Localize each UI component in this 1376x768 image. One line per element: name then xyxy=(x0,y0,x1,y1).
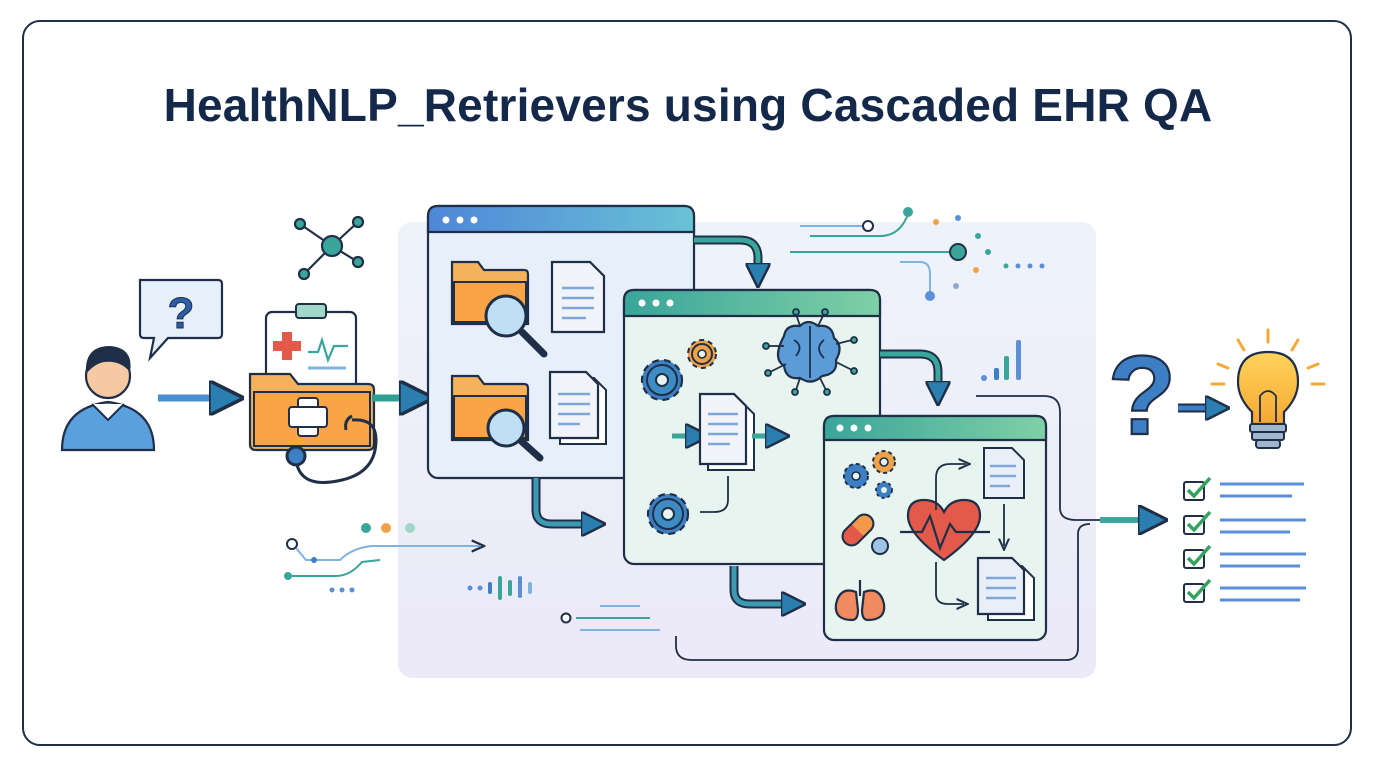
network-icon xyxy=(293,215,365,281)
document-icon xyxy=(698,392,755,471)
pill-icon xyxy=(841,513,889,555)
connector-arrow xyxy=(935,464,966,510)
question-mark-icon: ? xyxy=(1107,332,1178,459)
document-icon xyxy=(548,370,607,445)
checklist-icon xyxy=(1183,476,1306,603)
arrow-window2-bottom xyxy=(731,566,796,604)
document-icon xyxy=(550,260,606,334)
svg-text:?: ? xyxy=(1108,333,1176,458)
document-icon xyxy=(976,556,1035,621)
folder-search-icon xyxy=(450,260,548,358)
medical-folder-icon xyxy=(248,372,376,452)
arrow-window1-to-window2 xyxy=(694,237,758,278)
arrow-window1-bottom xyxy=(533,478,596,524)
page-title: HealthNLP_Retrievers using Cascaded EHR … xyxy=(163,79,1213,131)
folder-search-icon xyxy=(450,374,544,462)
stethoscope-icon xyxy=(285,414,378,484)
user-icon xyxy=(60,346,156,452)
gear-icon xyxy=(687,339,717,369)
connector-arrow xyxy=(935,562,964,604)
gear-icon xyxy=(872,450,896,474)
question-bubble-icon: ? xyxy=(138,278,224,362)
lungs-icon xyxy=(834,580,886,622)
gear-icon xyxy=(843,463,869,489)
connector-line xyxy=(700,476,729,513)
output-connector xyxy=(976,395,1150,521)
lightbulb-icon xyxy=(1210,328,1326,449)
document-icon xyxy=(983,447,1025,499)
signal-lines-bottom xyxy=(284,523,660,631)
gear-icon xyxy=(875,481,893,499)
bottom-connector xyxy=(675,523,1091,661)
svg-text:?: ? xyxy=(168,289,195,338)
arrow-window2-to-window3 xyxy=(880,351,938,396)
gear-icon xyxy=(646,492,690,536)
bar-signal-icon xyxy=(981,340,1021,381)
brain-icon xyxy=(762,308,858,396)
heart-rate-icon xyxy=(900,498,990,562)
gear-icon xyxy=(640,358,684,402)
signal-lines-top xyxy=(790,207,1045,301)
